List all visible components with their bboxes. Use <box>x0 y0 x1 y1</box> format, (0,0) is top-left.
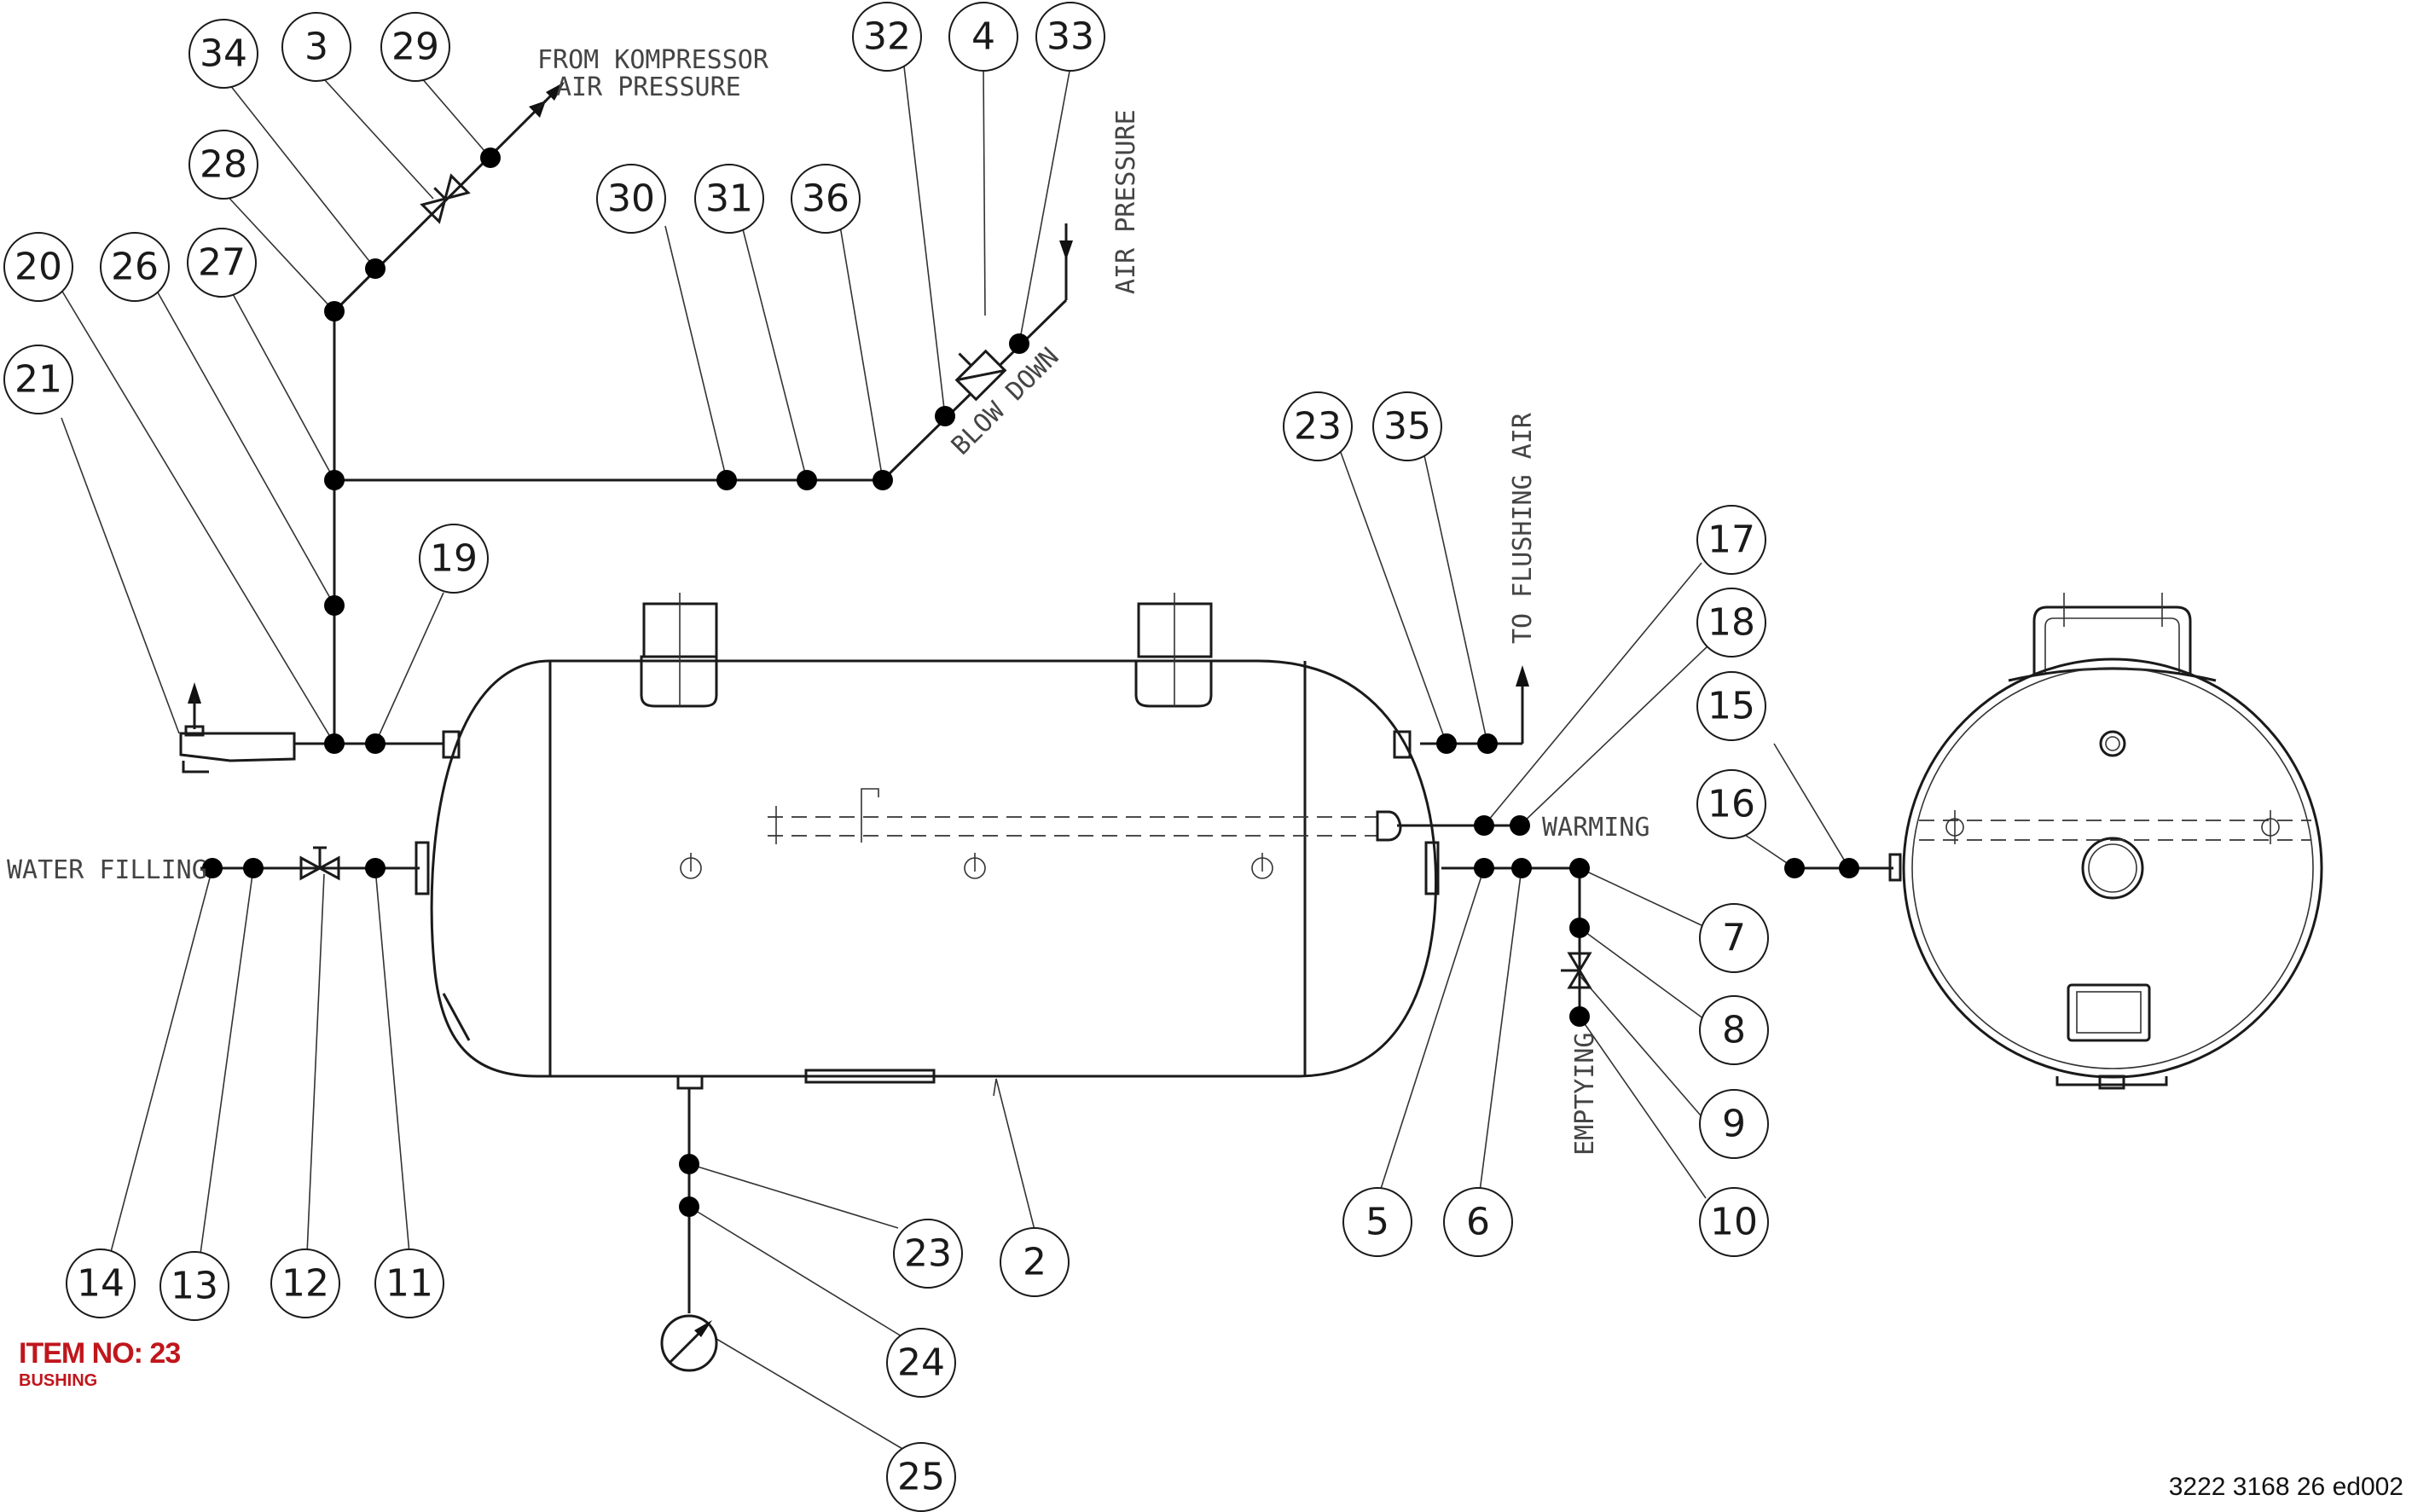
svg-text:36: 36 <box>802 177 849 221</box>
svg-text:5: 5 <box>1365 1201 1389 1244</box>
balloon-12: 12 <box>270 1248 340 1318</box>
balloon-28: 28 <box>188 130 258 200</box>
balloon-10: 10 <box>1699 1187 1769 1257</box>
svg-text:33: 33 <box>1047 15 1094 59</box>
water-filling-valve-icon <box>299 846 340 881</box>
svg-text:23: 23 <box>904 1232 952 1276</box>
svg-text:4: 4 <box>971 15 995 59</box>
balloon-25: 25 <box>886 1442 956 1512</box>
svg-text:6: 6 <box>1466 1201 1490 1244</box>
from-kompressor-label: FROM KOMPRESSOR <box>537 45 769 75</box>
warming-label: WARMING <box>1542 813 1650 843</box>
balloon-17: 17 <box>1696 505 1766 575</box>
item-number-title: ITEM NO: 23 <box>19 1337 181 1370</box>
svg-text:18: 18 <box>1708 601 1755 645</box>
balloon-8: 8 <box>1699 995 1769 1065</box>
svg-text:30: 30 <box>607 177 655 221</box>
balloon-32: 32 <box>852 2 922 72</box>
balloon-4: 4 <box>948 2 1018 72</box>
svg-text:23: 23 <box>1294 405 1342 449</box>
balloon-19: 19 <box>419 524 489 594</box>
balloon-7: 7 <box>1699 903 1769 973</box>
balloon-15: 15 <box>1696 671 1766 741</box>
pressure-tank <box>415 593 1440 1097</box>
balloon-23-top: 23 <box>1283 391 1353 461</box>
balloon-29: 29 <box>380 12 450 82</box>
svg-text:24: 24 <box>897 1341 945 1385</box>
balloon-13: 13 <box>159 1251 229 1321</box>
svg-text:17: 17 <box>1708 518 1755 562</box>
svg-text:10: 10 <box>1710 1201 1758 1244</box>
balloon-18: 18 <box>1696 588 1766 658</box>
item-balloons: 34 3 29 28 20 26 27 21 19 30 31 36 32 4 … <box>3 2 1769 1512</box>
air-pressure-label-1: AIR PRESSURE <box>556 72 741 102</box>
balloon-6: 6 <box>1443 1187 1513 1257</box>
to-flushing-air-label: TO FLUSHING AIR <box>1508 412 1538 644</box>
document-number: 3222 3168 26 ed002 <box>2168 1473 2403 1501</box>
balloon-31: 31 <box>694 164 764 234</box>
svg-text:7: 7 <box>1722 917 1746 960</box>
svg-text:11: 11 <box>386 1262 433 1306</box>
balloon-23-bottom: 23 <box>893 1219 963 1289</box>
svg-text:19: 19 <box>430 537 478 581</box>
svg-text:27: 27 <box>198 241 246 285</box>
svg-text:31: 31 <box>705 177 753 221</box>
balloon-14: 14 <box>66 1248 136 1318</box>
pressure-gauge-icon <box>660 1314 718 1372</box>
balloon-3: 3 <box>281 12 351 82</box>
balloon-33: 33 <box>1035 2 1105 72</box>
svg-text:20: 20 <box>14 246 62 289</box>
balloon-30: 30 <box>596 164 666 234</box>
emptying-valve-icon <box>1561 952 1592 989</box>
svg-text:26: 26 <box>111 246 159 289</box>
connection-points <box>202 148 1859 1217</box>
svg-text:28: 28 <box>200 143 247 187</box>
item-description: BUSHING <box>19 1371 98 1390</box>
balloon-26: 26 <box>100 232 170 302</box>
svg-text:12: 12 <box>281 1262 329 1306</box>
svg-text:25: 25 <box>897 1456 945 1499</box>
svg-text:2: 2 <box>1023 1241 1047 1284</box>
svg-text:14: 14 <box>77 1262 125 1306</box>
piping-lines <box>200 99 1893 1313</box>
svg-text:3: 3 <box>304 26 328 69</box>
balloon-27: 27 <box>187 228 257 298</box>
svg-text:13: 13 <box>171 1265 218 1308</box>
balloon-11: 11 <box>374 1248 444 1318</box>
balloon-9: 9 <box>1699 1089 1769 1159</box>
tank-end-view <box>1888 593 2323 1090</box>
balloon-36: 36 <box>791 164 861 234</box>
svg-text:32: 32 <box>863 15 911 59</box>
flow-arrows <box>188 82 1529 729</box>
air-pressure-label-2: AIR PRESSURE <box>1111 109 1141 294</box>
water-filling-label: WATER FILLING <box>7 855 207 885</box>
svg-text:34: 34 <box>200 32 247 76</box>
svg-text:16: 16 <box>1708 783 1755 826</box>
balloon-16: 16 <box>1696 769 1766 839</box>
leader-lines <box>61 66 1850 1453</box>
svg-text:9: 9 <box>1722 1103 1746 1146</box>
safety-valve-icon <box>179 725 296 773</box>
svg-text:29: 29 <box>391 26 439 69</box>
inlet-valve-icon <box>420 173 471 224</box>
balloon-35: 35 <box>1372 391 1442 461</box>
svg-text:8: 8 <box>1722 1009 1746 1052</box>
balloon-20: 20 <box>3 232 73 302</box>
balloon-34: 34 <box>188 19 258 89</box>
svg-text:35: 35 <box>1383 405 1431 449</box>
blowdown-regulator-icon <box>954 349 1007 402</box>
svg-text:21: 21 <box>14 358 62 402</box>
balloon-5: 5 <box>1342 1187 1412 1257</box>
balloon-24: 24 <box>886 1328 956 1398</box>
balloon-21: 21 <box>3 345 73 414</box>
emptying-label: EMPTYING <box>1570 1033 1600 1156</box>
balloon-2: 2 <box>1000 1227 1070 1297</box>
svg-text:15: 15 <box>1708 685 1755 728</box>
